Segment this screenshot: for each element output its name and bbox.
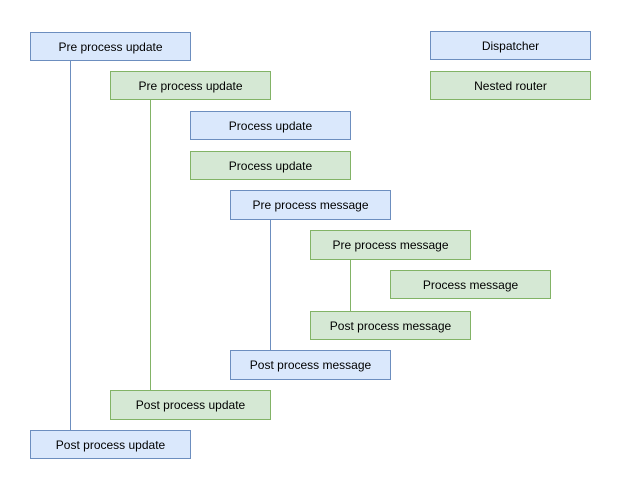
process-box: Post process message [310,311,471,340]
process-box: Pre process update [30,32,191,61]
process-box-label: Pre process message [332,238,449,252]
process-box-label: Process update [228,118,313,133]
process-box-label: Process message [422,277,519,292]
process-box-label: Pre process update [58,39,163,54]
lifeline-connector [70,61,71,430]
process-box: Post process message [230,350,391,380]
process-box: Post process update [30,430,191,459]
legend-label: Nested router [474,78,547,93]
process-box: Process update [190,151,351,180]
process-box: Process message [390,270,551,299]
lifeline-connector [150,100,151,390]
process-box: Process update [190,111,351,140]
process-box-label: Post process message [329,318,452,333]
process-box-label: Pre process message [252,198,369,212]
process-box: Pre process message [230,190,391,220]
process-box-label: Post process update [55,437,166,452]
process-box-label: Pre process update [138,78,243,93]
process-box-label: Process update [228,158,313,173]
process-box-label: Post process message [249,358,372,372]
legend-label: Dispatcher [481,38,540,53]
process-box: Post process update [110,390,271,420]
lifeline-connector [270,220,271,350]
process-box: Pre process message [310,230,471,260]
process-box: Pre process update [110,71,271,100]
lifeline-connector [350,260,351,311]
process-box-label: Post process update [135,398,246,412]
legend-box: Nested router [430,71,591,100]
legend-box: Dispatcher [430,31,591,60]
